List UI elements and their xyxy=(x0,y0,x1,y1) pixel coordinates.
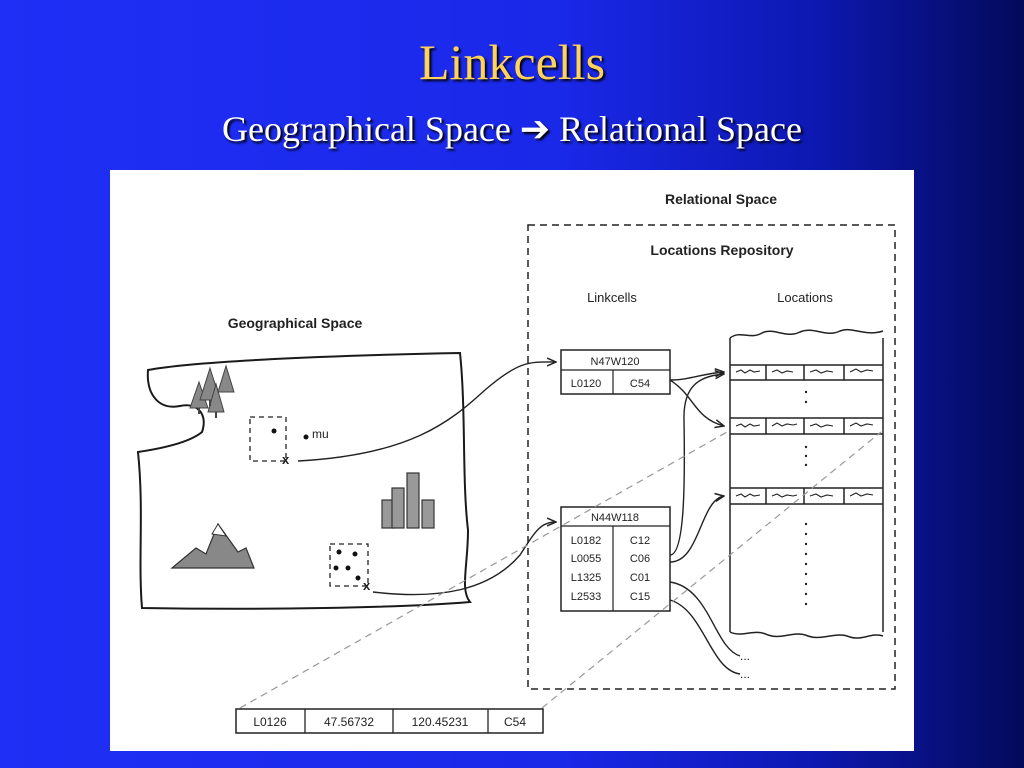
locations-header: Locations xyxy=(777,290,833,305)
linkcells-header: Linkcells xyxy=(587,290,637,305)
country-code-cell: C06 xyxy=(630,553,650,565)
country-code-cell: C12 xyxy=(630,535,650,547)
location-dot xyxy=(303,434,309,440)
country-code-cell: C01 xyxy=(630,572,650,584)
country-code-cell: C15 xyxy=(630,591,650,603)
slide-title: Linkcells xyxy=(418,34,606,90)
ellipsis: ... xyxy=(740,649,750,663)
location-id-cell: L2533 xyxy=(571,591,602,603)
geo-map-outline xyxy=(136,351,472,610)
mountain-icon xyxy=(170,522,255,569)
linkcell-table-a: N47W120 L0120 C54 xyxy=(560,349,671,395)
locations-storage-column xyxy=(729,328,884,639)
continuation-dots xyxy=(804,390,808,606)
location-record-table: L0126 47.56732 120.45231 C54 xyxy=(235,708,544,734)
record-location-id: L0126 xyxy=(253,715,287,729)
marker-x-a: x xyxy=(282,452,290,467)
geo-cell-b xyxy=(329,543,369,587)
projection-lines xyxy=(239,431,882,709)
linkcell-table-b: N44W118 L0182 C12 L0055 C06 L1325 C01 L2… xyxy=(560,506,671,612)
location-dot xyxy=(271,428,277,434)
locations-repository-box xyxy=(527,224,896,690)
country-code-cell: C54 xyxy=(630,378,650,390)
location-id-cell: L0182 xyxy=(571,535,602,547)
connector-arrows xyxy=(297,362,741,675)
diagram-panel: Geographical Space Relational Space mu x xyxy=(110,170,914,751)
city-icon xyxy=(381,472,435,529)
record-country-code: C54 xyxy=(504,715,526,729)
rel-space-title: Relational Space xyxy=(665,191,777,207)
location-dots-cluster xyxy=(333,549,361,581)
location-id-cell: L0120 xyxy=(571,378,602,390)
location-id-cell: L1325 xyxy=(571,572,602,584)
record-longitude: 120.45231 xyxy=(412,715,469,729)
ellipsis: ... xyxy=(740,667,750,681)
record-latitude: 47.56732 xyxy=(324,715,374,729)
geo-space-title: Geographical Space xyxy=(228,315,363,331)
location-id-cell: L0055 xyxy=(571,553,602,565)
right-arrow-icon: ➔ xyxy=(519,109,551,149)
location-record-scribbles xyxy=(735,368,874,498)
marker-x-b: x xyxy=(363,578,371,593)
slide-subtitle: Geographical Space ➔ Relational Space xyxy=(0,106,1024,152)
point-label: mu xyxy=(312,427,329,441)
subtitle-right: Relational Space xyxy=(559,109,802,149)
repository-title: Locations Repository xyxy=(650,242,793,258)
linkcells-diagram: Geographical Space Relational Space mu x xyxy=(136,191,896,734)
geo-cell-a xyxy=(249,416,287,462)
linkcell-id: N44W118 xyxy=(591,512,639,524)
linkcell-id: N47W120 xyxy=(591,356,640,368)
trees-icon xyxy=(189,364,235,418)
subtitle-left: Geographical Space xyxy=(222,109,511,149)
